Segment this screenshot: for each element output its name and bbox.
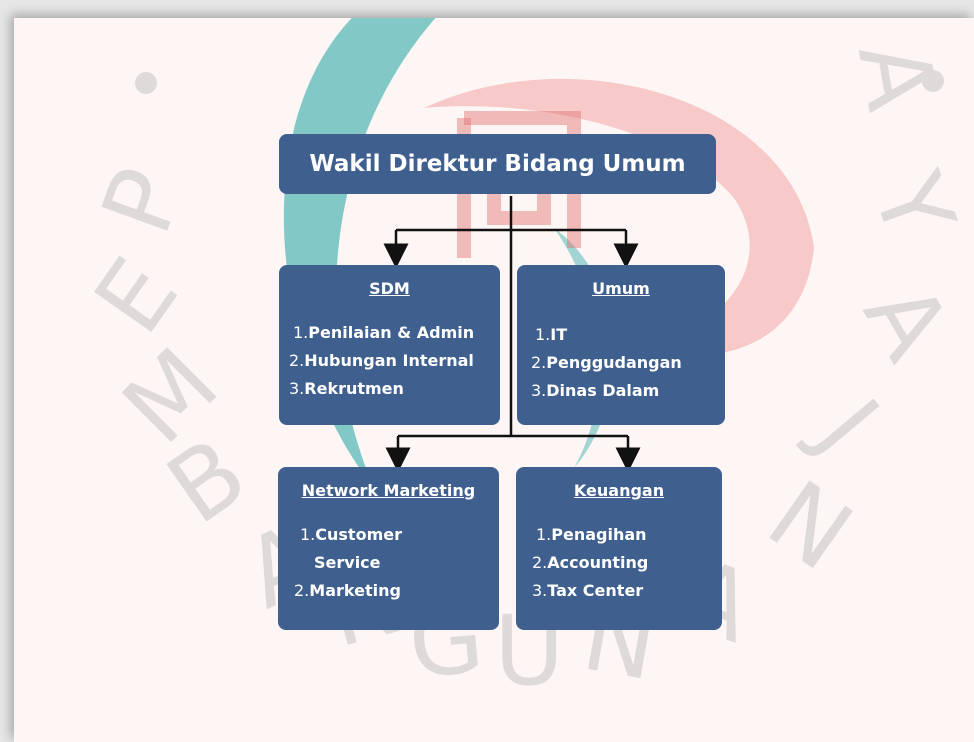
box-sdm: SDM 1.Penilaian & Admin 2.Hubungan Inter… [279,265,500,425]
top-box-title: Wakil Direktur Bidang Umum [309,151,686,177]
box-keuangan: Keuangan 1.Penagihan 2.Accounting 3.Tax … [516,467,722,630]
box-sdm-item-3: 3.Rekrutmen [289,379,404,398]
box-keuangan-title: Keuangan [573,481,665,500]
box-keuangan-item-2: 2.Accounting [532,553,649,572]
box-umum-item-3: 3.Dinas Dalam [531,381,660,400]
box-sdm-item-2: 2.Hubungan Internal [289,351,474,370]
box-network-marketing-item-2: 2.Marketing [294,581,401,600]
watermark-dots [135,70,944,94]
box-umum-item-1: 1.IT [535,325,568,344]
diagram-canvas: P E M B A N G U N A N J A Y A [14,18,974,742]
box-umum-item-2: 2.Penggudangan [531,353,682,372]
box-keuangan-item-3: 3.Tax Center [532,581,644,600]
box-sdm-item-1: 1.Penilaian & Admin [293,323,475,342]
connector-lines [383,196,641,473]
box-umum: Umum 1.IT 2.Penggudangan 3.Dinas Dalam [517,265,725,425]
top-box: Wakil Direktur Bidang Umum [279,134,716,194]
dot-right [922,70,944,92]
red-swoosh [424,78,814,355]
box-network-marketing: Network Marketing 1.Customer Service 2.M… [278,467,499,630]
box-network-marketing-title: Network Marketing [301,481,476,500]
dot-left [135,72,157,94]
box-sdm-title: SDM [369,279,410,298]
box-keuangan-item-1: 1.Penagihan [536,525,647,544]
box-network-marketing-item-1: 1.Customer [300,525,402,544]
box-network-marketing-item-1-cont: Service [314,553,381,572]
box-umum-title: Umum [592,279,650,298]
